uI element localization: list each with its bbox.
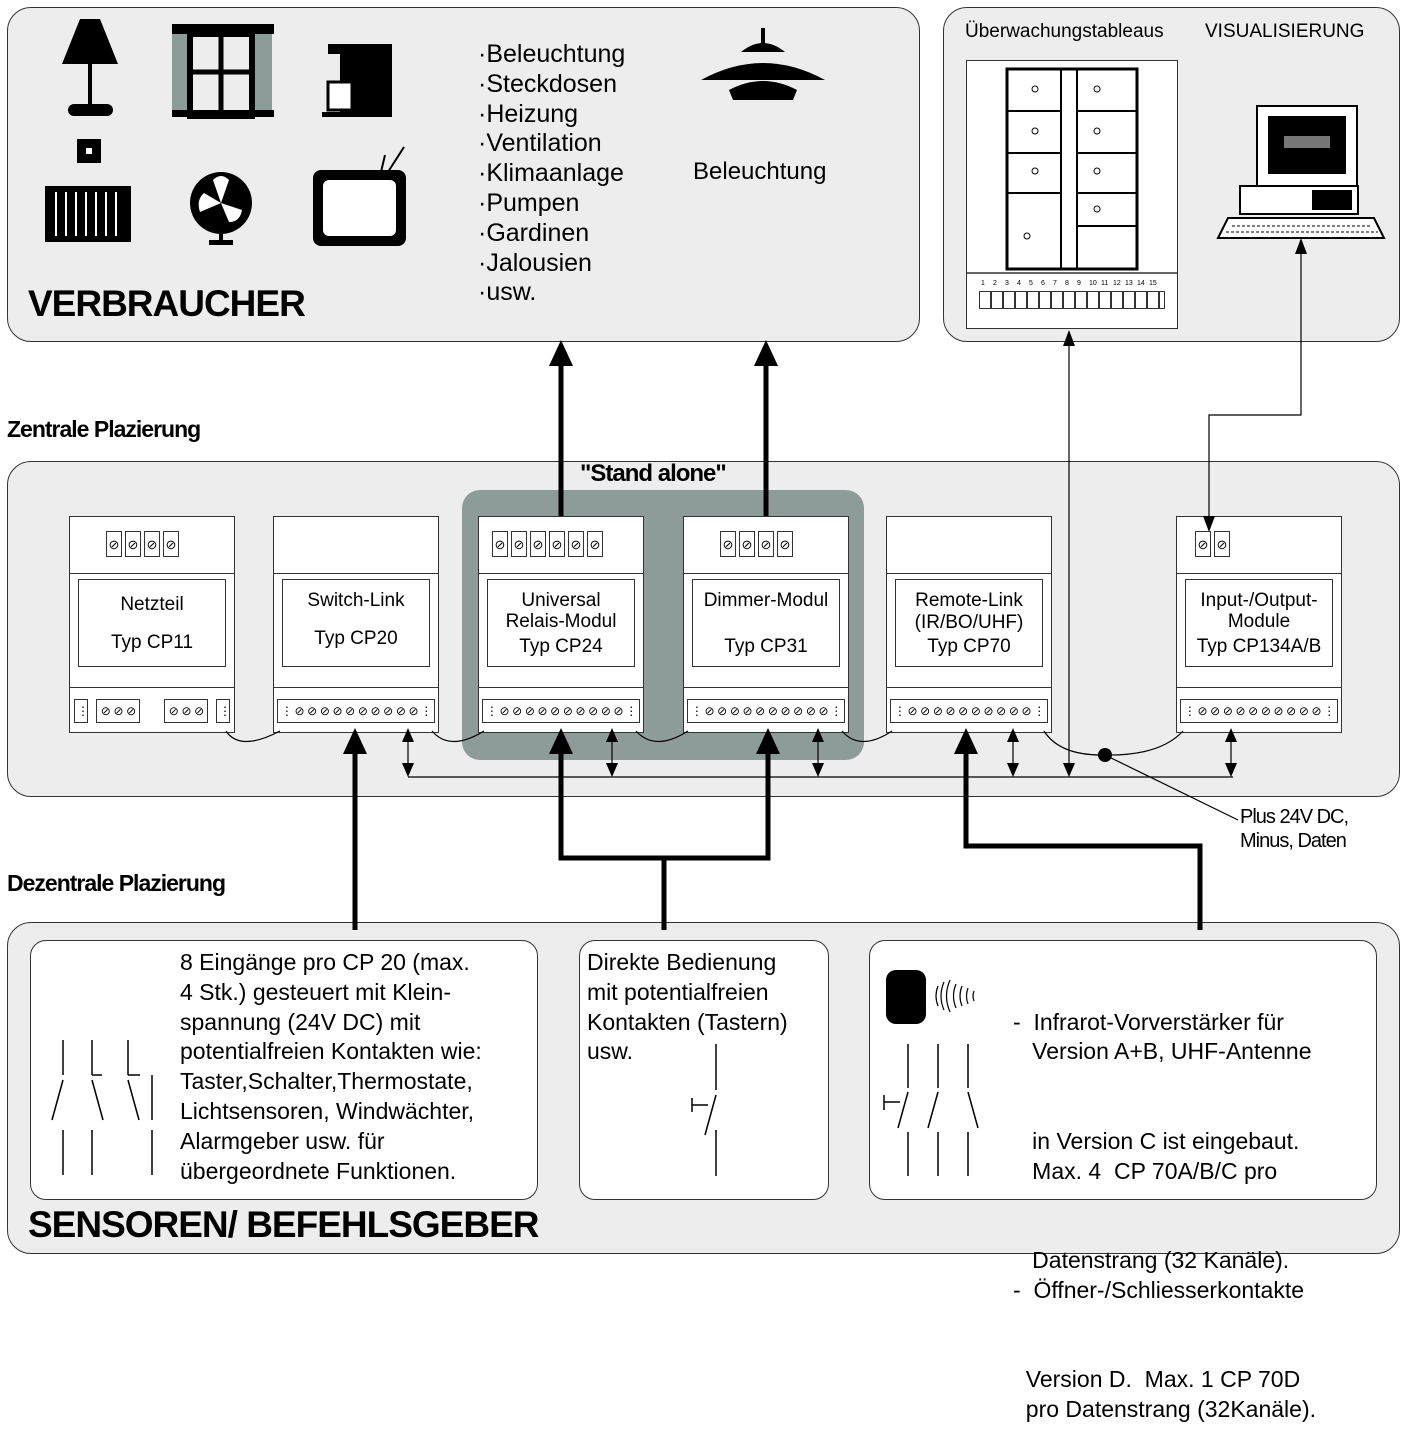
- module-label: Remote-Link (IR/BO/UHF) Typ CP70: [895, 579, 1043, 667]
- terminal-screw-icon: ⊘: [1195, 531, 1211, 557]
- list-item: ·Gardinen: [478, 218, 590, 247]
- push-button-icon: [691, 1044, 717, 1176]
- visualization-label: VISUALISIERUNG: [1205, 21, 1365, 42]
- terminal-strip: ⋮: [216, 699, 231, 723]
- socket-icon: [77, 139, 101, 163]
- floor-plan-numbers: 1 2 3 4 5 6 7 8 9 10 11 12 13 14 15: [981, 280, 1161, 287]
- terminal-strip: ⋮⊘⊘⊘⊘⊘⊘⊘⊘⊘⊘⋮: [482, 699, 640, 723]
- list-item: ·Klimaanlage: [478, 159, 624, 188]
- module-dimmer: ⊘ ⊘ ⊘ ⊘ Dimmer-Modul Typ CP31 ⋮⊘⊘⊘⊘⊘⊘⊘⊘⊘…: [683, 516, 849, 733]
- terminal-screw-icon: ⊘: [549, 531, 565, 557]
- terminal-screw-icon: ⊘: [720, 531, 736, 557]
- switch-link-description: 8 Eingänge pro CP 20 (max.4 Stk.) gesteu…: [180, 949, 482, 1184]
- panel-number: 3: [1005, 280, 1009, 287]
- remote-link-description: - Infrarot-Vorverstärker für Version A+B…: [1013, 1008, 1317, 1422]
- computer-icon: [1216, 105, 1386, 239]
- terminal-strip: ⋮: [74, 699, 89, 723]
- pendant-lamp-label: Beleuchtung: [693, 158, 827, 185]
- terminal-strip: ⋮⊘⊘⊘⊘⊘⊘⊘⊘⊘⊘⋮: [1180, 699, 1338, 723]
- module-label: Switch-Link Typ CP20: [282, 579, 430, 667]
- terminal-screw-icon: ⊘: [777, 531, 793, 557]
- panel-number: 4: [1017, 280, 1021, 287]
- terminal-screw-icon: ⊘: [144, 531, 160, 557]
- pendant-lamp-icon: [701, 28, 825, 100]
- list-item: ·Pumpen: [478, 188, 580, 217]
- infrared-receiver-icon: [886, 970, 975, 1024]
- terminal-screw-icon: ⊘: [492, 531, 508, 557]
- table-lamp-icon: [62, 19, 118, 116]
- panel-number: 2: [993, 280, 997, 287]
- list-item: ·usw.: [478, 278, 537, 307]
- terminal-screw-icon: ⊘: [163, 531, 179, 557]
- module-label: Input-/Output- Module Typ CP134A/B: [1185, 579, 1333, 667]
- floor-plan-panel: 1 2 3 4 5 6 7 8 9 10 11 12 13 14 15: [966, 60, 1178, 329]
- terminal-screw-icon: ⊘: [1214, 531, 1230, 557]
- terminal-screw-icon: ⊘: [568, 531, 584, 557]
- consumers-title: VERBRAUCHER: [28, 283, 306, 324]
- coffee-machine-icon: [322, 44, 392, 117]
- module-label: Netzteil Typ CP11: [78, 579, 226, 667]
- list-item: ·Steckdosen: [478, 69, 617, 98]
- panel-number: 12: [1113, 280, 1121, 287]
- panel-number: 1: [981, 280, 985, 287]
- module-switch-link: Switch-Link Typ CP20 ⋮⊘⊘⊘⊘⊘⊘⊘⊘⊘⊘⋮: [273, 516, 439, 733]
- decentral-heading: Dezentrale Plazierung: [7, 870, 226, 896]
- panel-number: 15: [1149, 280, 1157, 287]
- indicator-strip: [979, 291, 1165, 309]
- terminal-screw-icon: ⊘: [530, 531, 546, 557]
- module-relais: ⊘ ⊘ ⊘ ⊘ ⊘ ⊘ Universal Relais-Modul Typ C…: [478, 516, 644, 733]
- panel-number: 11: [1101, 280, 1109, 287]
- radiator-icon: [45, 186, 131, 242]
- terminal-screw-icon: ⊘: [587, 531, 603, 557]
- window-icon: [172, 24, 274, 119]
- sensor-box-switch-link: [30, 940, 538, 1200]
- remote-contacts-icon: [883, 1044, 979, 1176]
- bus-note: Plus 24V DC, Minus, Daten: [1240, 806, 1349, 852]
- terminal-screw-icon: ⊘: [511, 531, 527, 557]
- list-item: ·Beleuchtung: [478, 40, 626, 68]
- list-item: ·Jalousien: [478, 248, 592, 277]
- monitoring-panels-label: Überwachungstableaus: [965, 21, 1164, 42]
- consumers-panel: [7, 7, 920, 342]
- module-label: Universal Relais-Modul Typ CP24: [487, 579, 635, 667]
- central-heading: Zentrale Plazierung: [7, 416, 201, 442]
- consumer-list: ·Beleuchtung ·Steckdosen ·Heizung ·Venti…: [478, 40, 625, 308]
- panel-number: 7: [1053, 280, 1057, 287]
- terminal-screw-icon: ⊘: [106, 531, 122, 557]
- panel-number: 10: [1089, 280, 1097, 287]
- terminal-strip: ⊘⊘⊘: [164, 699, 208, 723]
- terminal-strip: ⋮⊘⊘⊘⊘⊘⊘⊘⊘⊘⊘⋮: [277, 699, 435, 723]
- terminal-screw-icon: ⊘: [739, 531, 755, 557]
- fan-icon: [190, 172, 252, 245]
- module-label: Dimmer-Modul Typ CP31: [692, 579, 840, 667]
- terminal-strip: ⋮⊘⊘⊘⊘⊘⊘⊘⊘⊘⊘⋮: [687, 699, 845, 723]
- panel-number: 13: [1125, 280, 1133, 287]
- terminal-strip: ⊘⊘⊘: [96, 699, 140, 723]
- consumer-icons: [45, 19, 406, 246]
- standalone-label: "Stand alone": [580, 460, 727, 487]
- floor-plan-icon: [967, 67, 1177, 274]
- terminal-screw-icon: ⊘: [758, 531, 774, 557]
- sensor-box-direct: [579, 940, 829, 1200]
- module-input-output: ⊘ ⊘ Input-/Output- Module Typ CP134A/B ⋮…: [1176, 516, 1342, 733]
- terminal-screw-icon: ⊘: [125, 531, 141, 557]
- television-icon: [313, 146, 406, 246]
- list-item: ·Heizung: [478, 99, 579, 128]
- module-remote-link: Remote-Link (IR/BO/UHF) Typ CP70 ⋮⊘⊘⊘⊘⊘⊘…: [886, 516, 1052, 733]
- module-netzteil: ⊘ ⊘ ⊘ ⊘ Netzteil Typ CP11 ⋮ ⊘⊘⊘ ⊘⊘⊘ ⋮: [69, 516, 235, 733]
- list-item: ·Ventilation: [478, 129, 602, 158]
- panel-number: 14: [1137, 280, 1145, 287]
- panel-number: 9: [1077, 280, 1081, 287]
- sensor-box-remote: [869, 940, 1377, 1200]
- sensors-title: SENSOREN/ BEFEHLSGEBER: [28, 1204, 539, 1245]
- panel-number: 6: [1041, 280, 1045, 287]
- terminal-strip: ⋮⊘⊘⊘⊘⊘⊘⊘⊘⊘⊘⋮: [890, 699, 1048, 723]
- panel-number: 5: [1029, 280, 1033, 287]
- panel-number: 8: [1065, 280, 1069, 287]
- contact-switches-icon: [51, 1040, 153, 1175]
